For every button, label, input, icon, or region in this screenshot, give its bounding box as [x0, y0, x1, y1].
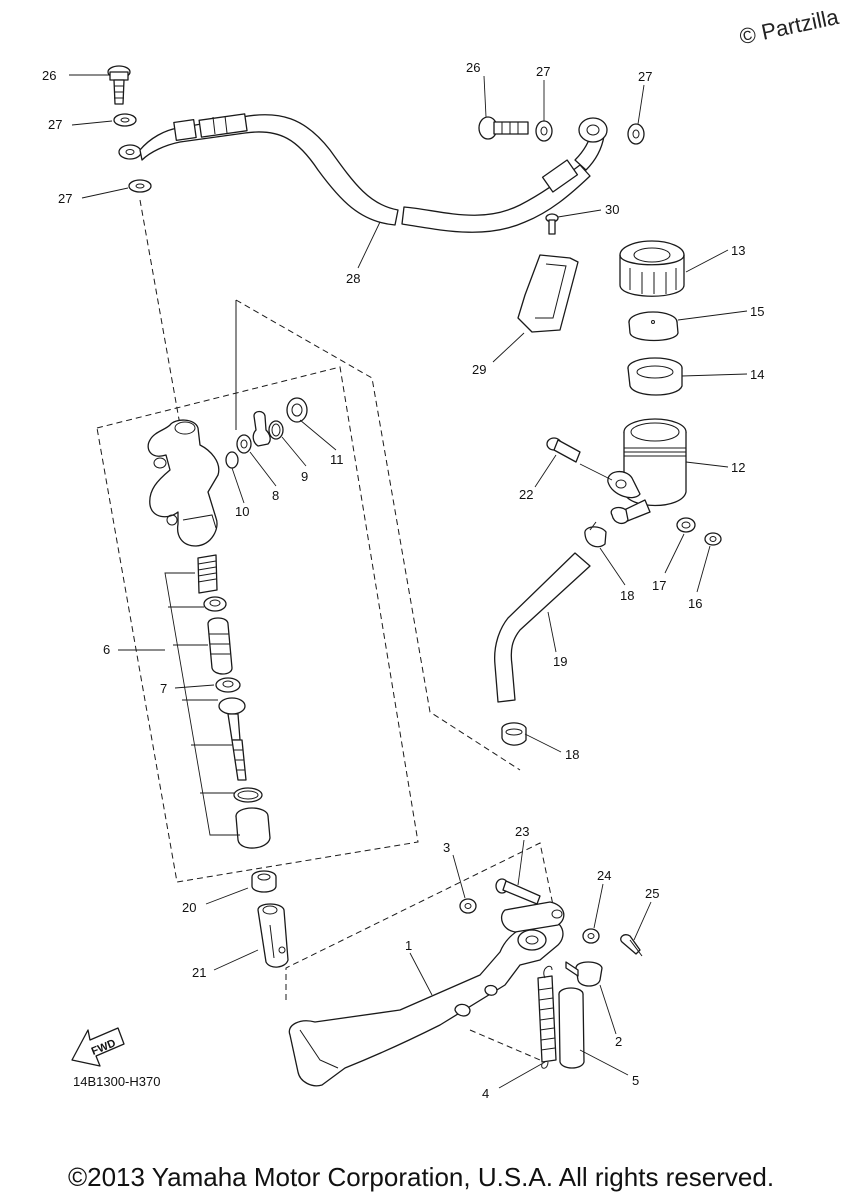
callout-27-right-b: 27 — [638, 69, 652, 84]
union-bolt-right — [478, 116, 529, 140]
dust-boot — [235, 807, 271, 849]
callout-8: 8 — [272, 488, 279, 503]
callout-18-upper: 18 — [620, 588, 634, 603]
push-rod — [218, 697, 247, 781]
reservoir-diaphragm — [627, 357, 683, 396]
callout-1: 1 — [405, 938, 412, 953]
elbow-joint — [252, 410, 271, 447]
reservoir-outline-path — [235, 299, 521, 771]
callout-5: 5 — [632, 1073, 639, 1088]
guide-screw — [545, 213, 559, 235]
callout-12: 12 — [731, 460, 745, 475]
reservoir-hose — [494, 552, 591, 703]
reservoir-bolt — [546, 437, 581, 463]
leader-lines — [69, 74, 748, 1089]
callout-4: 4 — [482, 1086, 489, 1101]
brake-hose — [139, 113, 605, 233]
return-spring — [537, 965, 557, 1069]
callout-10: 10 — [235, 504, 249, 519]
brake-pedal — [288, 901, 565, 1087]
locknut — [251, 870, 277, 893]
pedal-collar — [558, 987, 585, 1069]
callout-7: 7 — [160, 681, 167, 696]
callout-28: 28 — [346, 271, 360, 286]
pedal-spacer — [565, 961, 603, 987]
cylinder-spring — [197, 554, 218, 594]
callout-26-right: 26 — [466, 60, 480, 75]
hose-nipple — [236, 434, 252, 454]
callout-6: 6 — [103, 642, 110, 657]
banjo-fitting-right — [578, 117, 608, 143]
diaphragm-plate — [628, 311, 679, 342]
banjo-fitting-left — [118, 144, 142, 160]
callout-18-lower: 18 — [565, 747, 579, 762]
copyright-notice: ©2013 Yamaha Motor Corporation, U.S.A. A… — [67, 1162, 775, 1192]
callout-25: 25 — [645, 886, 659, 901]
callout-19: 19 — [553, 654, 567, 669]
callout-13: 13 — [731, 243, 745, 258]
callout-24: 24 — [597, 868, 611, 883]
callout-15: 15 — [750, 304, 764, 319]
hose-clip-lower — [501, 722, 527, 746]
copper-washer-left-top — [113, 113, 137, 127]
callout-29: 29 — [472, 362, 486, 377]
figure-code: 14B1300-H370 — [73, 1074, 161, 1089]
callout-11: 11 — [330, 452, 344, 467]
kit-bracket-lines — [164, 572, 240, 836]
hose-joint-cap — [704, 532, 722, 546]
primary-cup — [203, 596, 227, 612]
pedal-assembly-outline — [285, 842, 554, 1000]
spring-alignment-line — [469, 1029, 541, 1061]
union-bolt-left — [107, 65, 131, 105]
hose-joint-oring — [676, 517, 696, 533]
rear-master-cylinder-diagram: FWD — [42, 60, 764, 1101]
callout-27-right-a: 27 — [536, 64, 550, 79]
master-cylinder-kit-outline — [96, 366, 419, 883]
circlip-large — [233, 787, 263, 803]
hose-joint-fitting — [610, 506, 629, 525]
callout-27-left-bottom: 27 — [58, 191, 72, 206]
reservoir-tank — [607, 418, 687, 523]
bolt-alignment-line — [139, 199, 181, 426]
callout-14: 14 — [750, 367, 764, 382]
callout-3: 3 — [443, 840, 450, 855]
copper-washer-left-bottom — [128, 179, 152, 193]
copper-washer-right-b — [627, 123, 645, 145]
cylinder-oring — [225, 451, 239, 469]
cotter-pin — [620, 934, 643, 957]
hose-clip-upper — [584, 521, 607, 548]
reservoir-cap — [619, 240, 685, 297]
grommet — [286, 397, 308, 423]
callout-2: 2 — [615, 1034, 622, 1049]
callout-16: 16 — [688, 596, 702, 611]
pivot-bolt — [495, 878, 541, 905]
callout-23: 23 — [515, 824, 529, 839]
callout-9: 9 — [301, 469, 308, 484]
fwd-arrow-icon: FWD — [71, 1027, 125, 1067]
copper-washer-right-a — [535, 120, 553, 142]
callout-20: 20 — [182, 900, 196, 915]
secondary-cup — [215, 677, 241, 693]
pedal-washer — [459, 898, 477, 914]
callout-30: 30 — [605, 202, 619, 217]
piston — [207, 617, 233, 675]
callout-17: 17 — [652, 578, 666, 593]
hose-guide-bracket — [517, 254, 579, 333]
pivot-washer — [582, 928, 600, 944]
callout-21: 21 — [192, 965, 206, 980]
circlip-small — [268, 420, 284, 440]
master-cylinder-body — [147, 419, 220, 547]
callout-22: 22 — [519, 487, 533, 502]
callout-27-left-top: 27 — [48, 117, 62, 132]
clevis — [257, 903, 289, 968]
callout-26-left: 26 — [42, 68, 56, 83]
